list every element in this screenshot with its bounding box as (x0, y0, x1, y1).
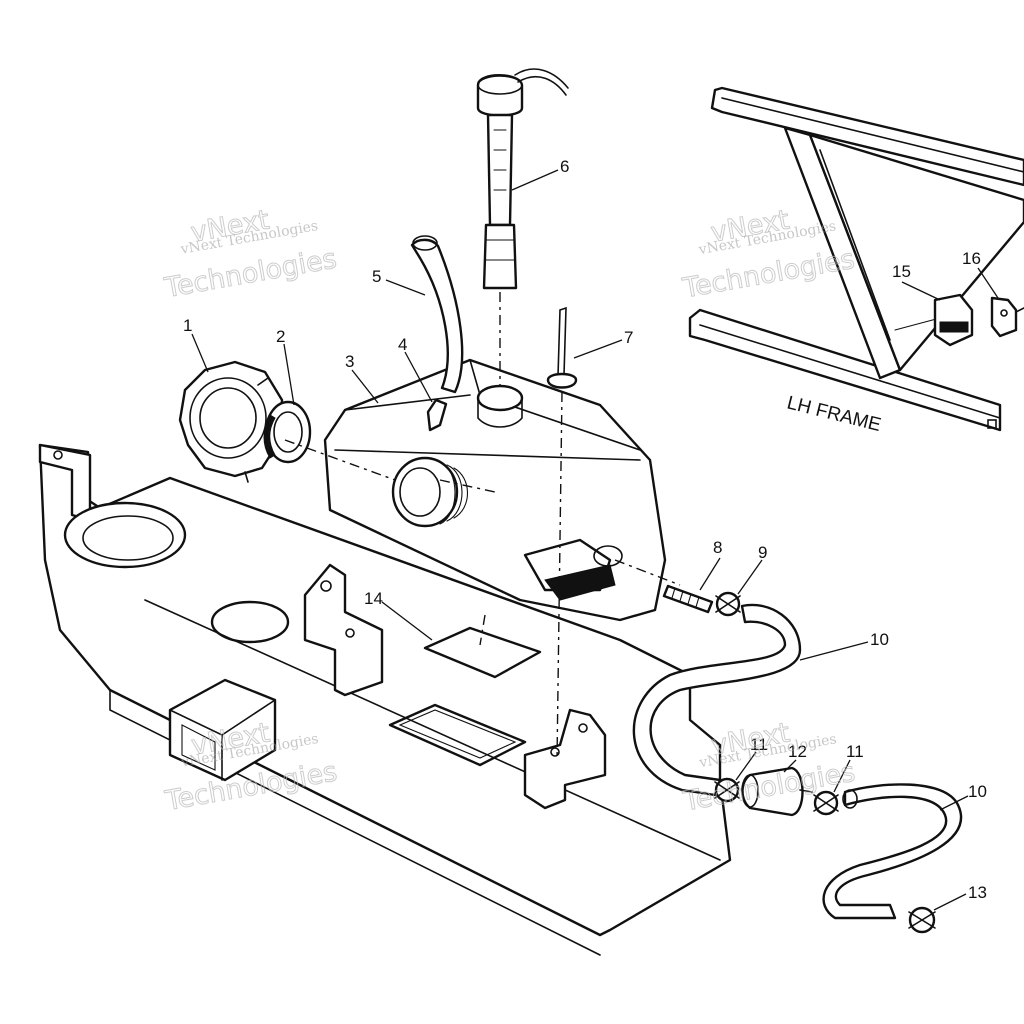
oil-tank (323, 358, 667, 622)
callout-1: 1 (183, 316, 192, 335)
callout-14: 14 (364, 589, 383, 608)
cap-assembly-axis (284, 439, 396, 481)
callout-3: 3 (345, 352, 354, 371)
callout-5: 5 (372, 267, 381, 286)
callout-numbers: 1 2 3 4 5 6 7 8 9 10 10 11 11 12 13 14 1… (183, 157, 987, 902)
clamp-11-right (813, 790, 839, 816)
lh-frame (688, 86, 1024, 432)
leader-lines (191, 169, 999, 911)
clamp-9 (715, 591, 741, 617)
chassis-rail (38, 443, 732, 956)
callout-6: 6 (560, 157, 569, 176)
clamp-13 (908, 906, 936, 934)
callout-9: 9 (758, 543, 767, 562)
callout-11-left: 11 (750, 735, 768, 754)
callout-11-right: 11 (846, 742, 864, 761)
callout-10-upper: 10 (870, 630, 889, 649)
tie-strap (546, 306, 578, 761)
vent-hose (410, 235, 464, 394)
callout-2: 2 (276, 327, 285, 346)
callout-10-lower: 10 (968, 782, 987, 801)
inline-filter (741, 766, 813, 817)
clamp-11-left (714, 777, 740, 803)
pad (423, 614, 542, 679)
callout-13: 13 (968, 883, 987, 902)
dipstick (476, 68, 569, 385)
feed-hose-lower (822, 783, 963, 920)
callout-15: 15 (892, 262, 911, 281)
callout-8: 8 (713, 538, 722, 557)
callout-12: 12 (788, 742, 807, 761)
callout-7: 7 (624, 328, 633, 347)
callout-16: 16 (962, 249, 981, 268)
cap-gasket (263, 400, 312, 464)
cap-assembly-axis-2 (439, 479, 496, 493)
callout-4: 4 (398, 335, 407, 354)
hose-fitting (614, 559, 714, 614)
lh-frame-label: LH FRAME (785, 392, 883, 436)
